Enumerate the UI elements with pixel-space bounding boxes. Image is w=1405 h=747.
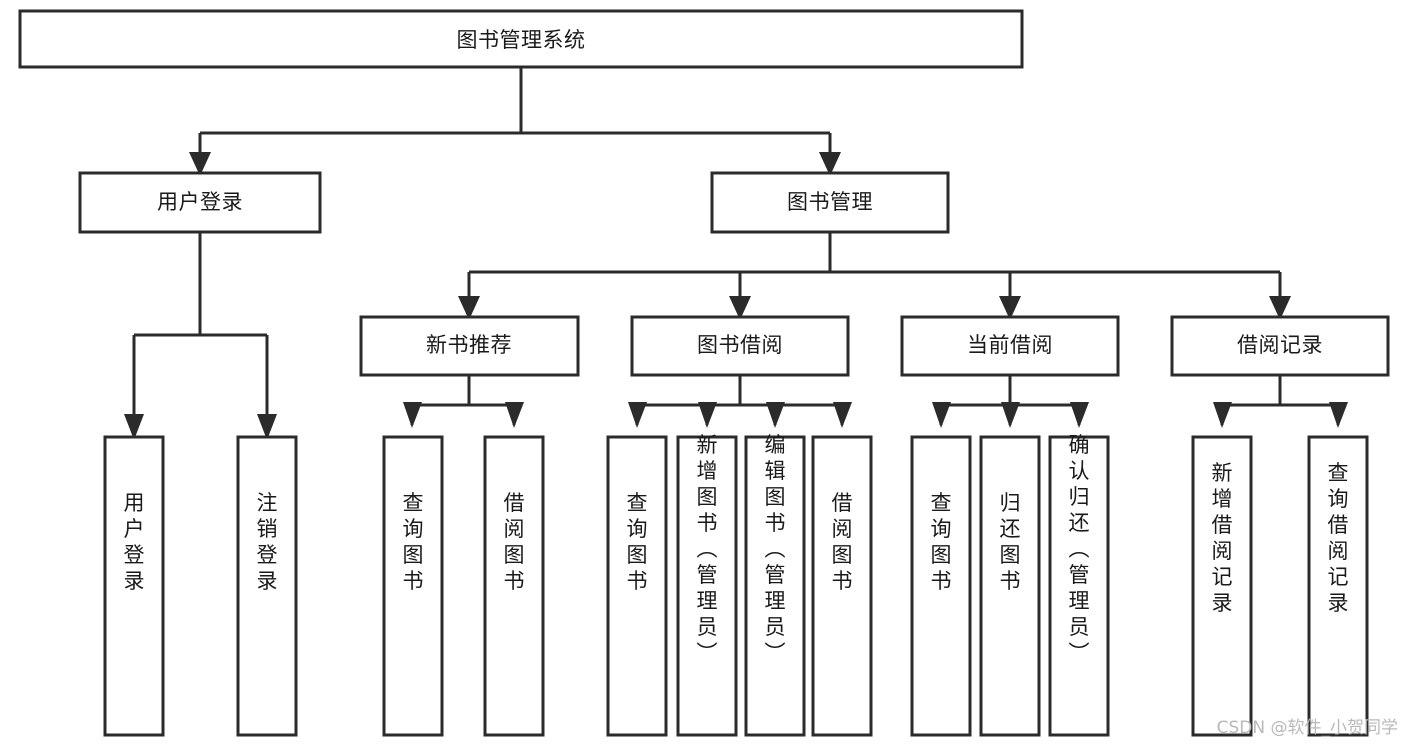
node-root[interactable]: 图书管理系统 xyxy=(18,9,1024,69)
leaf-borrow-record-2-label: 查询借阅记录 xyxy=(1328,461,1349,615)
arrow-icon-book-borrow xyxy=(729,296,751,320)
leaf-borrow-record-1-label: 新增借阅记录 xyxy=(1212,461,1233,615)
node-borrow-record-label: 借阅记录 xyxy=(1237,333,1323,357)
leaf-current-borrow-1-box[interactable] xyxy=(910,435,972,737)
node-book-manage[interactable]: 图书管理 xyxy=(710,171,950,234)
arrow-icon-user-login xyxy=(189,152,211,176)
leaf-user-login-1-label: 用户登录 xyxy=(124,491,145,593)
leaf-current-borrow-3-label: 确认归还︵管理员︶ xyxy=(1069,433,1090,665)
node-book-borrow-label: 图书借阅 xyxy=(697,333,783,357)
node-book-manage-label: 图书管理 xyxy=(787,190,873,214)
leaf-user-login-1-box[interactable] xyxy=(103,435,165,737)
leaf-borrow-record-2-box[interactable] xyxy=(1307,435,1369,737)
node-user-login[interactable]: 用户登录 xyxy=(78,171,322,234)
leaf-book-borrow-1-box[interactable] xyxy=(606,435,668,737)
leaf-new-book-1-label: 查询图书 xyxy=(403,491,424,593)
arrow-icon-leaf-book-borrow-1 xyxy=(628,402,647,428)
node-root-box[interactable] xyxy=(18,9,1024,69)
leaf-new-book-1[interactable]: 查询图书 xyxy=(382,435,444,737)
leaf-book-borrow-4-label: 借阅图书 xyxy=(832,491,853,593)
leaf-current-borrow-2-box[interactable] xyxy=(979,435,1041,737)
leaf-user-login-1[interactable]: 用户登录 xyxy=(103,435,165,737)
leaf-book-borrow-4[interactable]: 借阅图书 xyxy=(811,435,873,737)
arrow-icon-leaf-book-borrow-3 xyxy=(766,402,785,428)
leaf-new-book-2[interactable]: 借阅图书 xyxy=(483,435,545,737)
node-book-borrow-box[interactable] xyxy=(630,315,850,377)
leaf-book-borrow-2-box[interactable] xyxy=(676,435,738,737)
arrow-icon-leaf-current-borrow-2 xyxy=(1001,402,1020,428)
node-new-book-recommend-box[interactable] xyxy=(359,315,580,377)
node-borrow-record-box[interactable] xyxy=(1170,315,1390,377)
leaf-borrow-record-2[interactable]: 查询借阅记录 xyxy=(1307,435,1369,737)
arrow-icon-leaf-book-borrow-2 xyxy=(698,402,717,428)
leaf-current-borrow-1[interactable]: 查询图书 xyxy=(910,435,972,737)
arrow-icon-leaf-current-borrow-3 xyxy=(1070,402,1089,428)
leaf-current-borrow-3[interactable]: 确认归还︵管理员︶ xyxy=(1048,433,1110,737)
leaf-borrow-record-1-box[interactable] xyxy=(1191,435,1253,737)
arrow-icon-borrow-record xyxy=(1269,296,1291,320)
arrow-icon-leaf-borrow-record-1 xyxy=(1213,402,1232,428)
leaf-new-book-2-label: 借阅图书 xyxy=(504,491,525,593)
node-new-book-recommend[interactable]: 新书推荐 xyxy=(359,315,580,377)
node-borrow-record[interactable]: 借阅记录 xyxy=(1170,315,1390,377)
leaf-book-borrow-1[interactable]: 查询图书 xyxy=(606,435,668,737)
node-current-borrow[interactable]: 当前借阅 xyxy=(900,315,1120,377)
watermark-label: CSDN @软件_小贺同学 xyxy=(1217,718,1398,738)
arrow-icon-leaf-current-borrow-1 xyxy=(932,402,951,428)
node-root-label: 图书管理系统 xyxy=(457,28,586,52)
leaf-book-borrow-2[interactable]: 新增图书︵管理员︶ xyxy=(676,433,738,737)
leaf-user-login-2[interactable]: 注销登录 xyxy=(236,435,298,737)
arrow-icon-leaf-new-book-2 xyxy=(505,402,524,428)
leaf-current-borrow-3-box[interactable] xyxy=(1048,435,1110,737)
arrow-icon-leaf-book-borrow-4 xyxy=(833,402,852,428)
node-new-book-recommend-label: 新书推荐 xyxy=(426,333,512,357)
leaf-current-borrow-1-label: 查询图书 xyxy=(931,491,952,593)
leaf-new-book-2-box[interactable] xyxy=(483,435,545,737)
arrow-icon-leaf-user-login-1 xyxy=(124,414,144,440)
leaf-user-login-2-box[interactable] xyxy=(236,435,298,737)
node-current-borrow-label: 当前借阅 xyxy=(967,333,1053,357)
node-user-login-label: 用户登录 xyxy=(157,190,243,214)
leaf-book-borrow-1-label: 查询图书 xyxy=(627,491,648,593)
leaf-user-login-2-label: 注销登录 xyxy=(257,491,278,593)
leaf-book-borrow-4-box[interactable] xyxy=(811,435,873,737)
arrow-icon-book-manage xyxy=(819,152,841,176)
arrow-icon-leaf-new-book-1 xyxy=(403,402,422,428)
leaf-current-borrow-2[interactable]: 归还图书 xyxy=(979,435,1041,737)
node-current-borrow-box[interactable] xyxy=(900,315,1120,377)
leaf-book-borrow-3-box[interactable] xyxy=(744,435,806,737)
leaf-borrow-record-1[interactable]: 新增借阅记录 xyxy=(1191,435,1253,737)
leaf-book-borrow-2-label: 新增图书︵管理员︶ xyxy=(697,433,718,665)
arrow-icon-new-book xyxy=(458,296,480,320)
arrow-icon-leaf-user-login-2 xyxy=(257,414,277,440)
node-user-login-box[interactable] xyxy=(78,171,322,234)
arrow-icon-current-borrow xyxy=(999,296,1021,320)
arrow-icon-leaf-borrow-record-2 xyxy=(1329,402,1348,428)
node-book-manage-box[interactable] xyxy=(710,171,950,234)
leaf-current-borrow-2-label: 归还图书 xyxy=(1000,491,1021,593)
leaf-new-book-1-box[interactable] xyxy=(382,435,444,737)
leaf-book-borrow-3[interactable]: 编辑图书︵管理员︶ xyxy=(744,433,806,737)
node-book-borrow[interactable]: 图书借阅 xyxy=(630,315,850,377)
leaf-book-borrow-3-label: 编辑图书︵管理员︶ xyxy=(765,433,786,665)
arrow-heads xyxy=(124,152,1348,440)
